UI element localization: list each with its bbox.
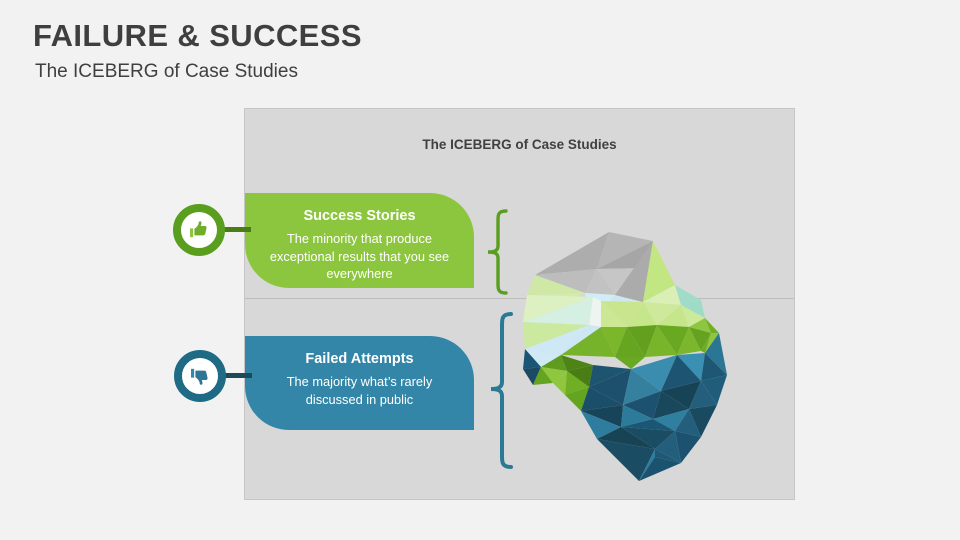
waterline-divider — [245, 298, 794, 299]
badge-failed[interactable] — [174, 350, 226, 402]
callout-body: The minority that produce exceptional re… — [269, 231, 450, 281]
page-title: FAILURE & SUCCESS — [33, 18, 362, 53]
connector-line-failed — [222, 373, 252, 378]
callout-heading: Failed Attempts — [305, 351, 414, 367]
iceberg-illustration — [523, 232, 727, 481]
content-panel: The ICEBERG of Case Studies — [244, 108, 795, 500]
badge-success[interactable] — [173, 204, 225, 256]
brace-failed — [490, 312, 513, 469]
connector-line-success — [221, 227, 251, 232]
callout-failed-attempts[interactable]: Failed Attempts The majority what’s rare… — [245, 336, 474, 430]
callout-heading: Success Stories — [303, 208, 416, 224]
page-subtitle: The ICEBERG of Case Studies — [35, 61, 298, 82]
callout-body: The majority what’s rarely discussed in … — [286, 374, 433, 407]
brace-success — [487, 209, 508, 295]
callout-success-stories[interactable]: Success Stories The minority that produc… — [245, 193, 474, 288]
thumbs-down-icon — [191, 368, 208, 385]
thumbs-up-icon — [190, 221, 207, 238]
panel-title: The ICEBERG of Case Studies — [422, 137, 617, 152]
